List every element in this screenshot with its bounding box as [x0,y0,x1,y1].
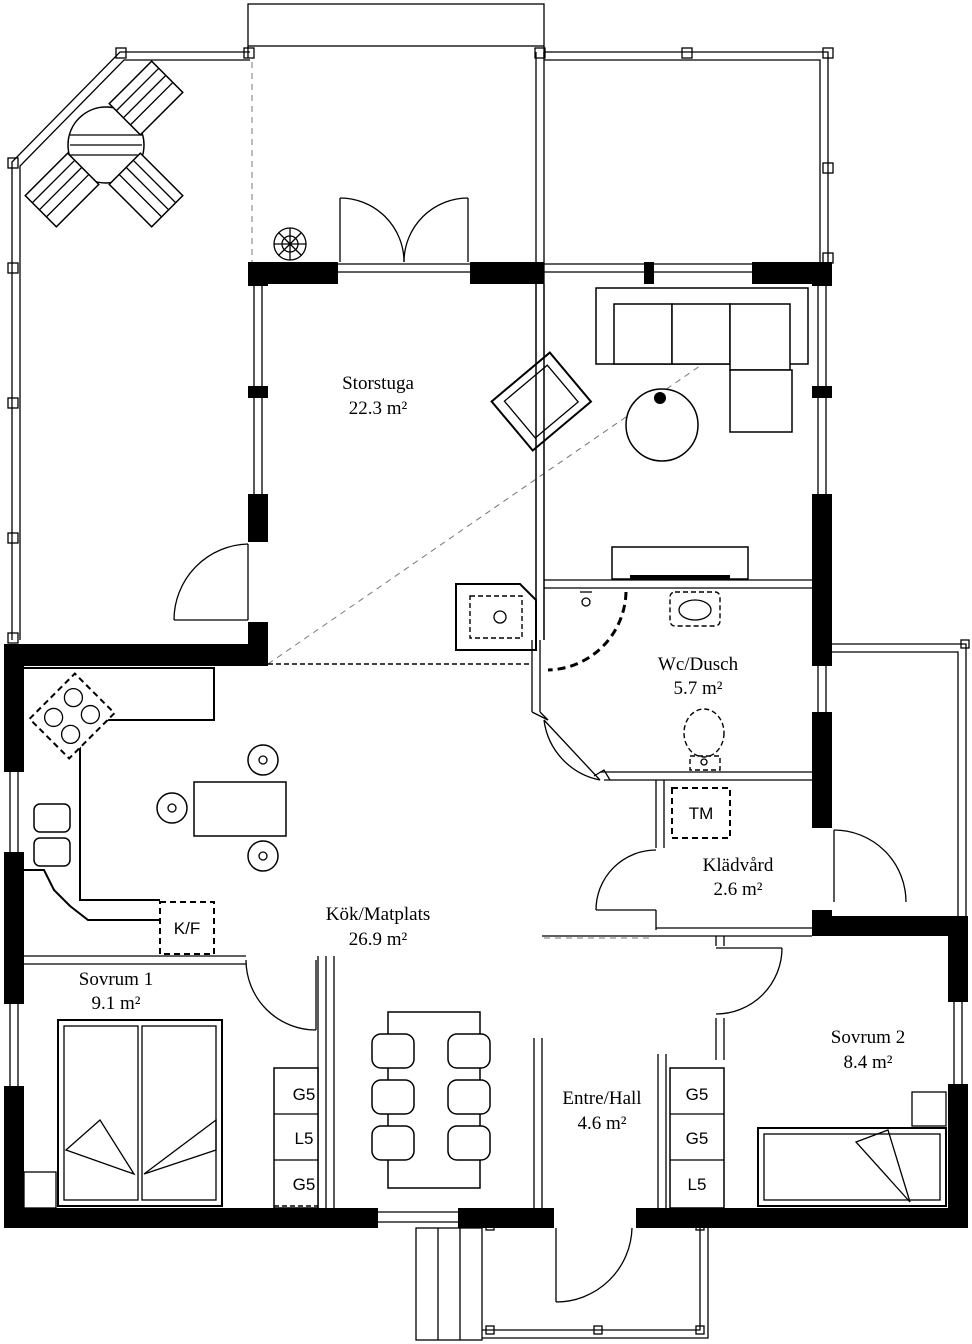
french-doors [339,197,469,263]
closet2-label-bottom: L5 [688,1175,707,1194]
double-bed [57,1019,223,1207]
toilet-icon [683,708,725,771]
shed [832,639,970,916]
armchair [490,351,593,452]
kf-label: K/F [174,919,200,938]
walls [4,262,968,1228]
closet2-label-top: G5 [686,1085,709,1104]
shower [547,591,628,672]
room-name: Entre/Hall [562,1088,641,1109]
kitchen-island [156,744,287,872]
entre-walls [533,935,783,1208]
wc-door [543,719,601,781]
terrace-railing [7,47,255,644]
front-steps [415,1221,709,1341]
stove-icon [28,672,116,760]
nightstand-2 [911,1091,947,1127]
closet1-label-bottom: G5 [293,1175,316,1194]
closet1-label-top: G5 [293,1085,316,1104]
room-name: Kök/Matplats [326,904,431,925]
sink-icon [669,591,721,627]
tm-box [671,787,731,839]
patio-table-set [24,60,184,228]
single-bed [757,1127,947,1207]
room-area: 22.3 m² [349,398,408,419]
room-label-wc: Wc/Dusch 5.7 m² [658,654,739,699]
dining-table [371,1011,491,1189]
room-area: 2.6 m² [714,879,763,900]
room-name: Klädvård [703,855,774,876]
sovrum1-walls [24,955,335,1208]
tv-bench [611,546,749,580]
kitchen-counter [24,667,215,921]
closet2-label-middle: G5 [686,1129,709,1148]
room-label-storstuga: Storstuga 22.3 m² [342,373,414,419]
partition-living [535,284,545,640]
storstuga-side-door [173,543,249,621]
room-area: 9.1 m² [92,993,141,1014]
closet1-label-middle: L5 [295,1129,314,1148]
nightstand [23,1171,57,1209]
room-label-sovrum1: Sovrum 1 9.1 m² [79,969,153,1014]
sofa [595,287,809,433]
room-name: Wc/Dusch [658,654,739,675]
room-area: 4.6 m² [578,1113,627,1134]
fireplace-icon [455,583,537,651]
kladvard-walls [595,780,812,937]
room-name: Sovrum 2 [831,1027,905,1048]
coffee-table [625,388,699,462]
room-label-entre: Entre/Hall 4.6 m² [562,1088,641,1134]
tm-label: TM [689,804,714,823]
windows [9,263,963,1223]
wc-walls [531,579,812,781]
room-name: Storstuga [342,373,414,394]
entrance-door [555,1227,633,1303]
kitchen-bins [33,803,71,867]
porch-step-top [247,3,545,47]
room-label-kok: Kök/Matplats 26.9 m² [326,904,431,950]
kf-box [159,901,215,955]
room-area: 26.9 m² [349,929,408,950]
room-name: Sovrum 1 [79,969,153,990]
room-area: 8.4 m² [844,1052,893,1073]
closet-2 [669,1067,725,1209]
room-label-kladvard: Klädvård 2.6 m² [703,855,774,900]
room-label-sovrum2: Sovrum 2 8.4 m² [831,1027,905,1073]
plant-icon [273,227,307,261]
room-area: 5.7 m² [674,678,723,699]
closet-1 [273,1067,319,1209]
